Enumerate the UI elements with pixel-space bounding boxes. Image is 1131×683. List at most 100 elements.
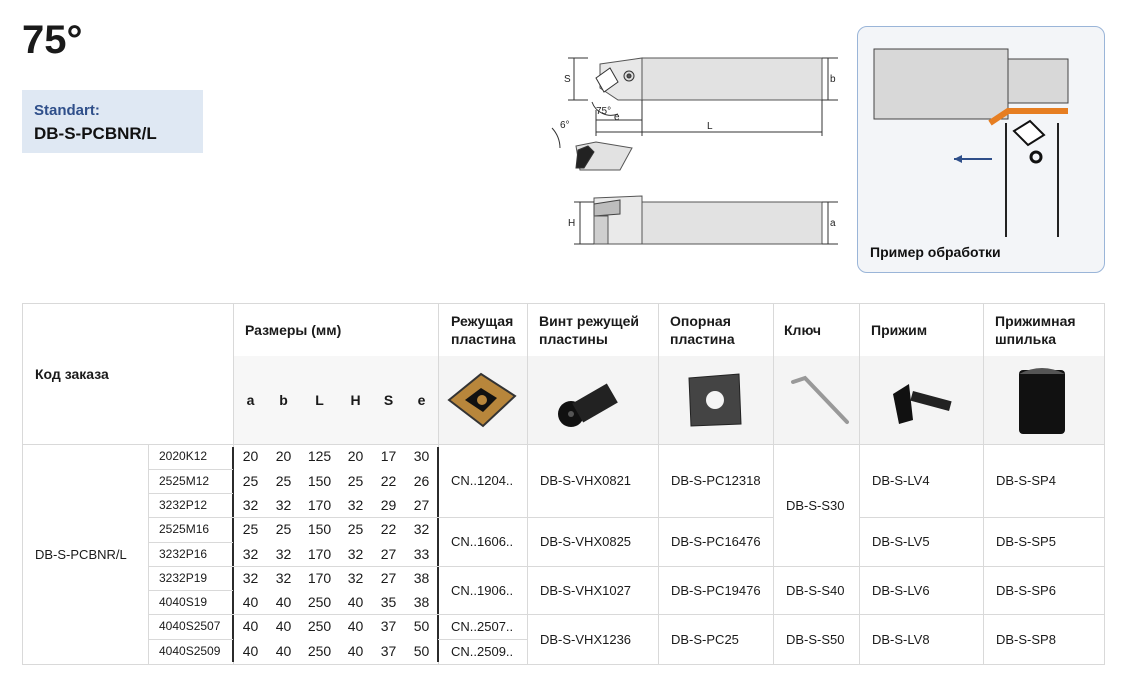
dim-value-L: 150	[307, 473, 332, 489]
dim-col-L: L	[315, 392, 324, 408]
insert-cell: CN..1204..	[451, 473, 514, 488]
row-sep	[148, 639, 233, 640]
dim-value-a: 40	[242, 643, 259, 659]
dim-value-S: 29	[380, 497, 397, 513]
dim-value-H: 32	[347, 570, 364, 586]
row-code: 2020K12	[159, 449, 208, 463]
dim-value-H: 20	[347, 448, 364, 464]
dim-value-H: 40	[347, 643, 364, 659]
row-code: 2525M12	[159, 474, 210, 488]
dim-value-H: 25	[347, 473, 364, 489]
dim-value-L: 125	[307, 448, 332, 464]
header-bottom-line	[23, 444, 1104, 445]
dim-value-S: 17	[380, 448, 397, 464]
header-dimensions: Размеры (мм)	[245, 322, 342, 338]
dim-value-e: 33	[413, 546, 430, 562]
shim-cell: DB-S-PC19476	[671, 582, 761, 598]
row-code: 4040S19	[159, 595, 208, 609]
dim-value-H: 32	[347, 546, 364, 562]
label-b: b	[830, 74, 836, 85]
vline-screw	[658, 304, 659, 664]
dim-value-b: 40	[275, 594, 292, 610]
order-table: Код заказа Размеры (мм) Режущая пластина…	[22, 303, 1105, 665]
insert-cell: CN..2509..	[451, 644, 514, 659]
dim-col-b: b	[279, 392, 288, 408]
header-shim: Опорная пластина	[670, 313, 735, 347]
pin-image	[1019, 368, 1065, 434]
dim-value-L: 150	[307, 521, 332, 537]
dim-value-H: 32	[347, 497, 364, 513]
screw-cell: DB-S-VHX0825	[540, 534, 632, 549]
pin-cell: DB-S-SP8	[996, 631, 1056, 647]
key-cell: DB-S-S50	[786, 631, 845, 647]
dim-value-b: 32	[275, 570, 292, 586]
dim-value-S: 37	[380, 618, 397, 634]
label-H: H	[568, 218, 575, 229]
dim-value-b: 25	[275, 521, 292, 537]
dim-value-e: 50	[413, 643, 430, 659]
pin-cell: DB-S-SP5	[996, 534, 1056, 549]
dim-value-a: 20	[242, 448, 259, 464]
dim-col-S: S	[383, 392, 394, 408]
label-L: L	[707, 121, 713, 132]
standard-box: Standart: DB-S-PCBNR/L	[22, 90, 203, 153]
row-sep	[148, 493, 233, 494]
dim-value-L: 250	[307, 618, 332, 634]
dim-left-rule	[232, 447, 234, 662]
dim-value-e: 27	[413, 497, 430, 513]
dim-value-e: 50	[413, 618, 430, 634]
dim-value-e: 38	[413, 570, 430, 586]
dim-value-a: 32	[242, 546, 259, 562]
dim-value-a: 32	[242, 570, 259, 586]
example-caption: Пример обработки	[870, 244, 1001, 260]
row-code: 3232P12	[159, 498, 208, 512]
group2-sep	[148, 566, 1104, 567]
standard-code: DB-S-PCBNR/L	[34, 124, 157, 143]
header-key: Ключ	[784, 322, 821, 338]
vline-insert	[527, 304, 528, 664]
standard-label: Standart:	[34, 102, 100, 119]
insert-cell: CN..1606..	[451, 534, 514, 549]
shim-cell: DB-S-PC25	[671, 631, 739, 647]
key-cell: DB-S-S30	[786, 497, 845, 513]
page-title: 75°	[22, 18, 83, 62]
row-code: 4040S2509	[159, 644, 221, 658]
dim-value-e: 32	[413, 521, 430, 537]
header-insert: Режущая пластина	[451, 313, 516, 347]
dim-value-S: 27	[380, 546, 397, 562]
clamp-cell: DB-S-LV8	[872, 631, 930, 647]
row-sep	[148, 590, 233, 591]
dim-value-S: 22	[380, 521, 397, 537]
clamp-cell: DB-S-LV5	[872, 534, 930, 549]
dim-value-L: 250	[307, 594, 332, 610]
pin-cell: DB-S-SP6	[996, 582, 1056, 598]
key-image	[791, 375, 849, 424]
row-sep	[148, 469, 233, 470]
dim-value-H: 25	[347, 521, 364, 537]
header-clamp: Прижим	[871, 322, 928, 338]
insert-sep	[438, 639, 527, 640]
dim-col-e: e	[417, 392, 426, 408]
vline-shim	[773, 304, 774, 664]
dim-value-e: 38	[413, 594, 430, 610]
shim-cell: DB-S-PC12318	[671, 473, 761, 488]
dim-value-b: 20	[275, 448, 292, 464]
dim-value-b: 32	[275, 497, 292, 513]
row-sep	[148, 542, 233, 543]
screw-cell: DB-S-VHX0821	[540, 473, 632, 488]
dim-value-H: 40	[347, 618, 364, 634]
dim-header-bg	[234, 356, 438, 444]
dim-value-a: 32	[242, 497, 259, 513]
clamp-cell: DB-S-LV6	[872, 582, 930, 598]
dim-value-L: 170	[307, 570, 332, 586]
row-code: 4040S2507	[159, 619, 221, 633]
dim-value-b: 40	[275, 643, 292, 659]
key-cell: DB-S-S40	[786, 582, 845, 598]
insert-image	[447, 372, 517, 428]
label-S: S	[564, 74, 571, 85]
screw-image	[558, 383, 618, 427]
insert-cell: CN..2507..	[451, 619, 514, 634]
dim-value-L: 170	[307, 546, 332, 562]
dim-value-L: 170	[307, 497, 332, 513]
dim-value-S: 35	[380, 594, 397, 610]
